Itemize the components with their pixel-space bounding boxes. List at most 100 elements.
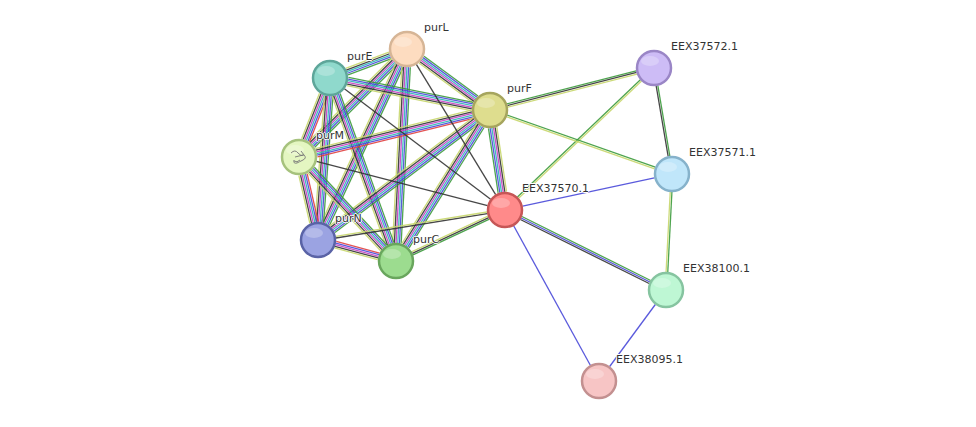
- evidence-line: [508, 74, 637, 107]
- evidence-line: [507, 117, 655, 169]
- evidence-line: [412, 216, 488, 252]
- evidence-line: [412, 218, 488, 254]
- evidence-line: [522, 216, 651, 280]
- evidence-line: [658, 86, 670, 157]
- evidence-line: [507, 115, 655, 167]
- node-circle: [473, 93, 507, 127]
- evidence-line: [514, 226, 591, 365]
- interaction-edge: [412, 216, 490, 255]
- node-shape: [648, 272, 684, 308]
- evidence-line: [413, 219, 489, 255]
- node-label: EEX37571.1: [689, 147, 756, 159]
- protein-node: EEX37570.1: [487, 192, 523, 228]
- node-shape: [300, 222, 336, 258]
- evidence-line: [497, 127, 507, 191]
- node-circle: [655, 157, 689, 191]
- evidence-line: [507, 71, 636, 104]
- evidence-line: [336, 212, 487, 236]
- node-label: purN: [335, 213, 362, 225]
- node-shape: [636, 50, 672, 86]
- node-gloss: [394, 37, 412, 47]
- node-circle: [301, 223, 335, 257]
- evidence-line: [335, 246, 378, 258]
- evidence-line: [316, 161, 487, 205]
- node-circle: [390, 32, 424, 66]
- protein-node: purE: [312, 60, 348, 96]
- evidence-line: [347, 82, 472, 107]
- protein-node: EEX38095.1: [581, 363, 617, 399]
- node-label: EEX38100.1: [683, 263, 750, 275]
- evidence-line: [335, 95, 389, 244]
- evidence-line: [656, 86, 668, 157]
- evidence-line: [347, 86, 472, 111]
- node-circle: [313, 61, 347, 95]
- node-label: EEX37572.1: [671, 41, 738, 53]
- evidence-line: [666, 192, 670, 272]
- node-circle: [488, 193, 522, 227]
- interaction-edge: [336, 212, 488, 238]
- interaction-edge: [656, 86, 670, 157]
- evidence-line: [317, 115, 473, 153]
- node-label: purC: [413, 234, 439, 246]
- evidence-line: [507, 72, 636, 105]
- evidence-line: [334, 248, 377, 260]
- evidence-line: [344, 89, 490, 199]
- node-shape: [487, 192, 523, 228]
- node-shape: [654, 156, 690, 192]
- node-gloss: [653, 278, 671, 288]
- evidence-line: [336, 214, 487, 238]
- protein-node: EEX38100.1: [648, 272, 684, 308]
- node-gloss: [305, 228, 323, 238]
- interaction-edge: [514, 226, 591, 365]
- node-gloss: [586, 369, 604, 379]
- interaction-edge: [416, 64, 495, 194]
- node-shape: [472, 92, 508, 128]
- node-label: purM: [316, 130, 344, 142]
- node-shape: [312, 60, 348, 96]
- interaction-edge: [507, 115, 656, 169]
- node-gloss: [641, 56, 659, 66]
- evidence-line: [348, 79, 473, 104]
- evidence-line: [348, 81, 473, 106]
- node-gloss: [659, 162, 677, 172]
- interaction-edge: [316, 161, 487, 205]
- node-circle: [649, 273, 683, 307]
- evidence-line: [523, 178, 655, 206]
- interaction-edge: [523, 178, 655, 206]
- interaction-edge: [666, 192, 672, 272]
- node-gloss: [477, 98, 495, 108]
- node-circle: [282, 140, 316, 174]
- protein-node: EEX37572.1: [636, 50, 672, 86]
- node-circle: [637, 51, 671, 85]
- interaction-edge: [419, 56, 478, 103]
- node-label: purF: [507, 83, 532, 95]
- node-gloss: [286, 145, 304, 155]
- interaction-edge: [507, 71, 637, 107]
- node-circle: [582, 364, 616, 398]
- evidence-line: [301, 175, 312, 223]
- protein-node: purM: [281, 139, 317, 175]
- evidence-line: [317, 96, 326, 222]
- node-label: EEX37570.1: [522, 183, 589, 195]
- interaction-edge: [330, 117, 478, 232]
- evidence-line: [521, 218, 650, 282]
- node-shape: [281, 139, 317, 175]
- node-label: purL: [424, 22, 449, 34]
- node-gloss: [317, 66, 335, 76]
- node-circle: [379, 244, 413, 278]
- interaction-edge: [315, 96, 333, 223]
- evidence-line: [416, 64, 495, 194]
- node-label: EEX38095.1: [616, 354, 683, 366]
- node-shape: [378, 243, 414, 279]
- protein-node: purF: [472, 92, 508, 128]
- evidence-line: [332, 96, 386, 245]
- node-shape: [389, 31, 425, 67]
- evidence-line: [495, 127, 505, 191]
- protein-node: EEX37571.1: [654, 156, 690, 192]
- protein-node: purN: [300, 222, 336, 258]
- evidence-line: [334, 123, 477, 231]
- evidence-line: [422, 59, 476, 99]
- interaction-edge: [344, 89, 490, 199]
- node-label: purE: [347, 51, 372, 63]
